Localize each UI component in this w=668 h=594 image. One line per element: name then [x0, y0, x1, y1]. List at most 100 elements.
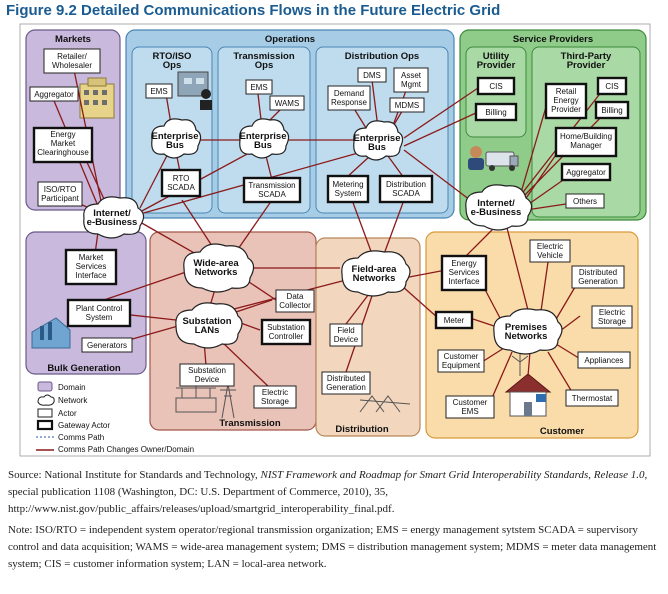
- svg-text:Appliances: Appliances: [584, 356, 623, 365]
- domain-label-operations: Operations: [265, 34, 315, 45]
- actor-billing-third-party: Billing: [594, 100, 630, 120]
- abbreviations-note: Note: ISO/RTO = independent system opera…: [8, 524, 657, 570]
- source-citation: Source: National Institute for Standards…: [8, 467, 660, 518]
- actor-aggregator-service: Aggregator: [560, 162, 612, 182]
- svg-text:CIS: CIS: [605, 82, 618, 91]
- legend-gateway-actor: Gateway Actor: [58, 421, 110, 430]
- actor-retailer-wholesaler: Retailer/Wholesaler: [43, 48, 101, 74]
- domain-label-markets: Markets: [55, 34, 91, 45]
- actor-wams: WAMS: [269, 95, 305, 111]
- legend: Domain Network Actor Gateway Actor Comms…: [36, 381, 194, 454]
- actor-meter: Meter: [434, 310, 474, 330]
- actor-generators: Generators: [81, 337, 133, 353]
- legend-network: Network: [58, 396, 88, 405]
- power-line-icon: [359, 395, 411, 413]
- svg-text:MDMS: MDMS: [395, 101, 419, 110]
- domain-label-transmission: Transmission: [219, 418, 280, 429]
- domain-label-bulk-generation: Bulk Generation: [47, 363, 121, 374]
- svg-text:Generators: Generators: [87, 341, 127, 350]
- svg-text:EMS: EMS: [250, 83, 267, 92]
- truck-icon: [485, 151, 519, 171]
- legend-comms-path-changes: Comms Path Changes Owner/Domain: [58, 445, 194, 454]
- network-label: Internet/e-Business: [471, 198, 522, 218]
- svg-text:WAMS: WAMS: [275, 99, 300, 108]
- source-suffix: , special publication 1108 (Washington, …: [8, 469, 648, 515]
- grid-diagram: .lbl { font-family:"Liberation Sans", sa…: [19, 23, 651, 457]
- domain-label-distribution: Distribution: [335, 424, 388, 435]
- svg-text:DMS: DMS: [363, 71, 381, 80]
- actor-mdms: MDMS: [389, 97, 425, 113]
- domain-markets: Markets: [25, 29, 121, 211]
- svg-text:Billing: Billing: [485, 108, 506, 117]
- source-prefix: Source: National Institute for Standards…: [8, 469, 261, 481]
- actor-appliances: Appliances: [577, 351, 631, 369]
- domain-label-distribution-ops: Distribution Ops: [345, 51, 419, 62]
- source-title: NIST Framework and Roadmap for Smart Gri…: [260, 469, 645, 481]
- legend-actor: Actor: [58, 409, 77, 418]
- operator-icon: [468, 146, 484, 170]
- actor-billing-utility: Billing: [474, 102, 518, 122]
- domain-label-service-providers: Service Providers: [513, 34, 593, 45]
- power-plant-icon: [31, 317, 71, 349]
- domain-label-customer: Customer: [540, 426, 585, 437]
- house-icon: [504, 352, 552, 417]
- actor-others: Others: [565, 193, 605, 209]
- building-icon: [79, 77, 115, 119]
- actor-aggregator-market: Aggregator: [29, 86, 79, 102]
- substation-icon: [175, 384, 217, 413]
- svg-text:EMS: EMS: [150, 87, 167, 96]
- legend-domain: Domain: [58, 383, 86, 392]
- svg-text:CIS: CIS: [489, 82, 502, 91]
- network-internet-left: Internet/e-Business: [83, 196, 145, 239]
- svg-text:Aggregator: Aggregator: [566, 168, 606, 177]
- actor-ems-rto: EMS: [145, 83, 173, 99]
- network-label: Internet/e-Business: [87, 208, 138, 228]
- actor-cis-third-party: CIS: [596, 76, 628, 96]
